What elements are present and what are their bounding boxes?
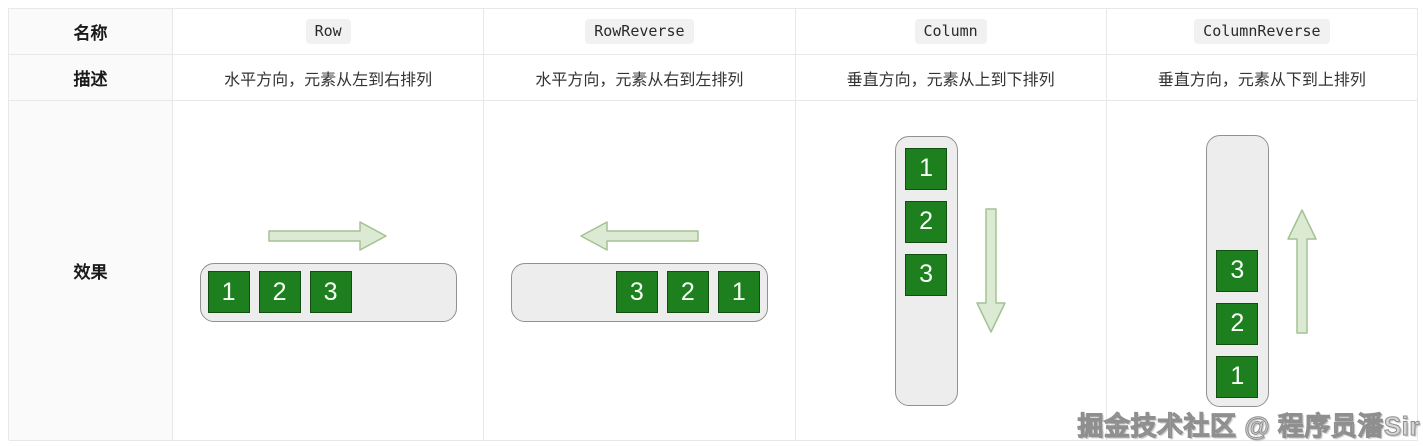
desc-cell-row: 水平方向，元素从左到右排列 [173,55,485,101]
arrow-down-icon [975,207,1006,333]
flex-item: 1 [1216,355,1259,398]
flex-item: 3 [905,253,948,296]
flex-item: 3 [309,271,352,313]
column-diagram: 1 2 3 [894,135,1007,406]
row-label-effect: 效果 [9,101,173,441]
flex-container-column: 1 2 3 [894,135,958,406]
desc-cell-columnreverse: 垂直方向，元素从下到上排列 [1106,55,1418,101]
column-header-row: Row [173,9,485,55]
row-label-effect-text: 效果 [73,263,108,282]
effect-cell-columnreverse: 3 2 1 [1106,101,1418,441]
arrow-left-icon [580,220,700,251]
desc-cell-column: 垂直方向，元素从上到下排列 [795,55,1107,101]
row-label-name: 名称 [9,9,173,55]
column-header-columnreverse: ColumnReverse [1106,9,1418,55]
column-header-rowreverse: RowReverse [484,9,796,55]
flex-item: 2 [1216,302,1259,345]
row-label-name-text: 名称 [73,24,108,43]
flex-container-columnreverse: 3 2 1 [1205,134,1269,407]
desc-cell-rowreverse: 水平方向，元素从右到左排列 [484,55,796,101]
flex-item: 3 [615,271,658,313]
row-diagram: 1 2 3 [199,220,457,322]
code-badge-row: Row [305,18,351,45]
code-badge-columnreverse: ColumnReverse [1194,18,1330,45]
arrow-right-icon [268,220,387,251]
desc-text-rowreverse: 水平方向，元素从右到左排列 [535,71,744,89]
flex-item: 2 [258,271,301,313]
row-label-desc: 描述 [9,55,173,101]
arrow-up-icon [1287,208,1317,334]
flex-container-rowreverse: 3 2 1 [510,262,768,322]
effect-cell-column: 1 2 3 [795,101,1107,441]
flex-item: 1 [717,271,760,313]
rowreverse-diagram: 3 2 1 [510,220,768,322]
watermark: 掘金技术社区 @ 程序员潘Sir [1077,411,1420,442]
row-label-desc-text: 描述 [73,70,108,89]
desc-text-columnreverse: 垂直方向，元素从下到上排列 [1157,71,1366,89]
flex-item: 3 [1216,249,1259,292]
code-badge-rowreverse: RowReverse [585,18,694,45]
desc-text-column: 垂直方向，元素从上到下排列 [846,71,1055,89]
flex-direction-table: 名称 Row RowReverse Column ColumnReverse 描… [8,8,1418,441]
effect-cell-row: 1 2 3 [173,101,485,441]
effect-cell-rowreverse: 3 2 1 [484,101,796,441]
flex-item: 2 [666,271,709,313]
code-badge-column: Column [914,18,987,45]
flex-item: 2 [905,200,948,243]
desc-text-row: 水平方向，元素从左到右排列 [224,71,433,89]
columnreverse-diagram: 3 2 1 [1205,134,1318,407]
flex-item: 1 [207,271,250,313]
column-header-column: Column [795,9,1107,55]
flex-item: 1 [905,147,948,190]
flex-container-row: 1 2 3 [199,262,457,322]
